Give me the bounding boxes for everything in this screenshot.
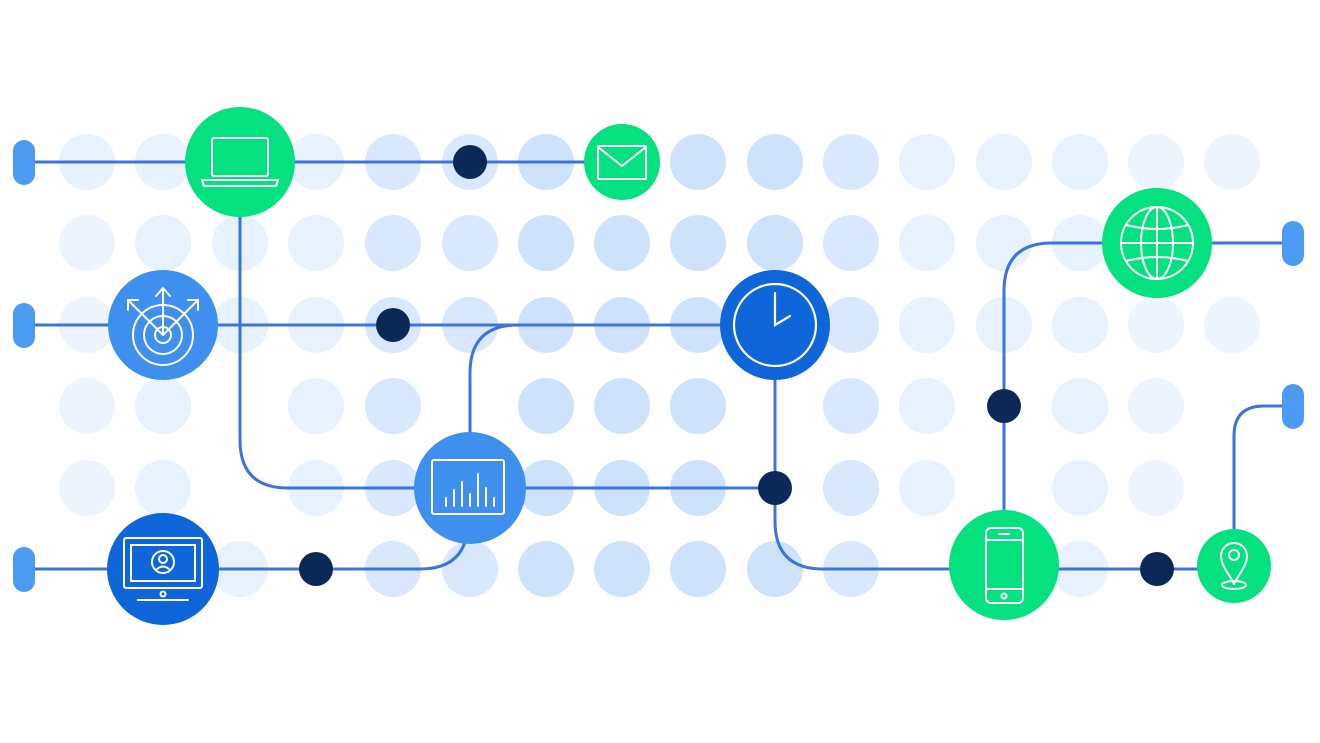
node-target <box>108 270 218 380</box>
grid-dot <box>899 134 955 190</box>
envelope-icon <box>597 145 647 180</box>
grid-dot <box>365 378 421 434</box>
grid-dot <box>823 460 879 516</box>
connector-line <box>468 323 520 490</box>
node-circle <box>949 510 1059 620</box>
grid-dot <box>442 215 498 271</box>
grid-dot <box>976 134 1032 190</box>
grid-dot <box>1128 378 1184 434</box>
node-circle <box>107 513 219 625</box>
grid-dot <box>59 215 115 271</box>
grid-dot <box>59 460 115 516</box>
globe-icon <box>1120 206 1194 280</box>
junction-dot <box>987 389 1021 423</box>
grid-dot <box>59 378 115 434</box>
grid-dot <box>670 134 726 190</box>
grid-dot <box>594 378 650 434</box>
smartphone-icon <box>985 527 1024 604</box>
target-icon <box>127 286 199 366</box>
grid-dot <box>899 297 955 353</box>
grid-dot <box>135 460 191 516</box>
connector-line <box>238 160 777 490</box>
grid-dot <box>899 460 955 516</box>
bar-chart-icon <box>431 459 505 515</box>
grid-dot <box>518 541 574 597</box>
grid-dot <box>823 378 879 434</box>
node-circle <box>584 124 660 200</box>
node-monitor <box>107 513 219 625</box>
node-email <box>584 124 660 200</box>
junction-dot <box>453 145 487 179</box>
node-analytics <box>414 432 526 544</box>
grid-dot <box>594 215 650 271</box>
grid-dot <box>365 215 421 271</box>
terminal-endpoint <box>13 547 35 592</box>
grid-dot <box>594 541 650 597</box>
terminal-endpoint <box>1282 221 1304 266</box>
junction-dot <box>376 308 410 342</box>
grid-dot <box>1128 460 1184 516</box>
grid-dot <box>976 215 1032 271</box>
node-circle <box>185 107 295 217</box>
grid-dot <box>823 297 879 353</box>
terminal-endpoint <box>13 140 35 185</box>
connector-line <box>1002 241 1295 571</box>
grid-dot <box>518 378 574 434</box>
grid-dot <box>135 215 191 271</box>
grid-dot <box>823 215 879 271</box>
grid-dot <box>442 541 498 597</box>
junction-dot <box>1140 552 1174 586</box>
grid-dot <box>747 215 803 271</box>
node-phone <box>949 510 1059 620</box>
node-clock <box>720 270 830 380</box>
node-laptop <box>185 107 295 217</box>
grid-dot <box>670 378 726 434</box>
node-location <box>1197 529 1271 603</box>
grid-dot <box>1128 134 1184 190</box>
laptop-icon <box>201 137 279 187</box>
grid-dot <box>1204 297 1260 353</box>
junctions <box>299 145 1174 586</box>
grid-dot <box>1052 460 1108 516</box>
terminal-endpoint <box>13 303 35 348</box>
user-monitor-icon <box>123 537 203 601</box>
grid-dot <box>1052 297 1108 353</box>
connection-lines <box>22 160 1295 571</box>
grid-dot <box>747 134 803 190</box>
grid-dot <box>823 134 879 190</box>
background-dot-grid <box>59 134 1260 597</box>
grid-dot <box>747 541 803 597</box>
node-globe <box>1102 188 1212 298</box>
connector-line <box>773 323 1234 571</box>
grid-dot <box>1204 134 1260 190</box>
grid-dot <box>1128 297 1184 353</box>
grid-dot <box>518 215 574 271</box>
junction-dot <box>299 552 333 586</box>
terminal-endpoint <box>1282 384 1304 429</box>
grid-dot <box>899 215 955 271</box>
terminals <box>13 140 1304 592</box>
map-pin-icon <box>1220 542 1248 590</box>
grid-dot <box>135 378 191 434</box>
node-circle <box>414 432 526 544</box>
connector-line <box>1232 404 1295 571</box>
grid-dot <box>670 215 726 271</box>
grid-dot <box>1052 378 1108 434</box>
junction-dot <box>758 471 792 505</box>
grid-dot <box>288 378 344 434</box>
grid-dot <box>1052 134 1108 190</box>
grid-dot <box>670 541 726 597</box>
grid-dot <box>899 378 955 434</box>
node-circle <box>1197 529 1271 603</box>
grid-dot <box>288 215 344 271</box>
clock-icon <box>732 282 818 368</box>
